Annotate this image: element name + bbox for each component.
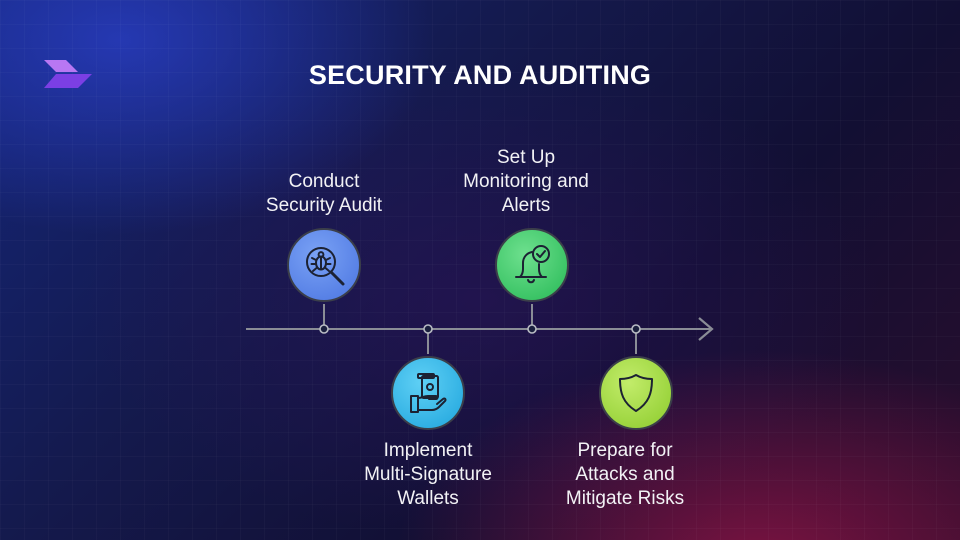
step-monitoring-line-2: Monitoring and — [463, 171, 589, 192]
timeline-dot — [631, 324, 641, 334]
bug-magnifier-icon — [306, 247, 345, 286]
step-monitoring-label: Set Up Monitoring and Alerts — [426, 146, 626, 218]
timeline-dot — [423, 324, 433, 334]
step-monitoring-node — [495, 228, 569, 302]
step-audit-line-1: Conduct — [288, 171, 360, 192]
step-multisig-line-3: Wallets — [397, 488, 459, 509]
page-title: SECURITY AND AUDITING — [308, 60, 652, 90]
step-audit-line-2: Security Audit — [265, 195, 383, 216]
timeline-dot — [527, 324, 537, 334]
step-audit-node — [287, 228, 361, 302]
step-multisig-line-1: Implement — [383, 440, 473, 461]
shield-icon — [619, 374, 653, 412]
step-attacks-label: Prepare for Attacks and Mitigate Risks — [525, 439, 725, 511]
timeline-dot — [319, 324, 329, 334]
step-audit-label: Conduct Security Audit — [224, 170, 424, 218]
timeline-arrowhead-icon — [698, 317, 714, 341]
step-attacks-node — [599, 356, 673, 430]
step-attacks-line-3: Mitigate Risks — [565, 488, 685, 509]
step-attacks-line-1: Prepare for — [577, 440, 673, 461]
bell-check-icon — [515, 245, 550, 284]
step-monitoring-line-1: Set Up — [496, 147, 556, 168]
step-attacks-line-2: Attacks and — [575, 464, 675, 485]
step-multisig-label: Implement Multi-Signature Wallets — [328, 439, 528, 511]
step-multisig-node — [391, 356, 465, 430]
hand-holding-cash-icon — [410, 373, 447, 413]
step-monitoring-line-3: Alerts — [501, 195, 551, 216]
step-multisig-line-2: Multi-Signature — [364, 464, 492, 485]
brand-logo-icon — [44, 60, 92, 88]
